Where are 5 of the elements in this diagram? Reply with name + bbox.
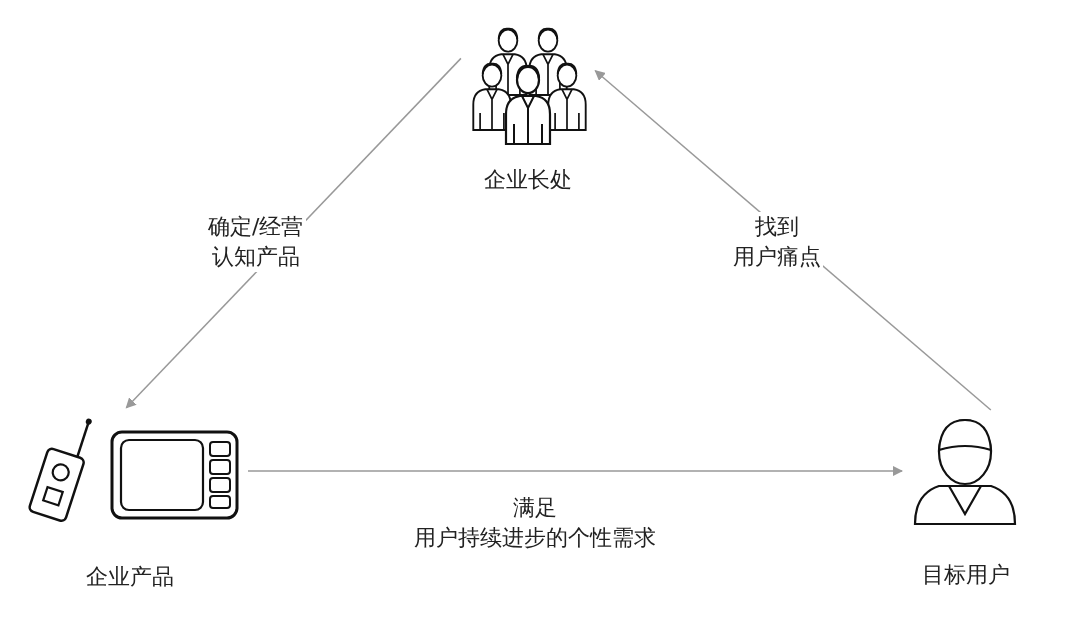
node-label: 企业长处 [484,166,572,194]
edge-label: 确定/经营认知产品 [205,212,307,272]
node-label: 目标用户 [922,561,1010,589]
arrow [247,465,904,477]
node-label: 企业产品 [86,563,174,591]
